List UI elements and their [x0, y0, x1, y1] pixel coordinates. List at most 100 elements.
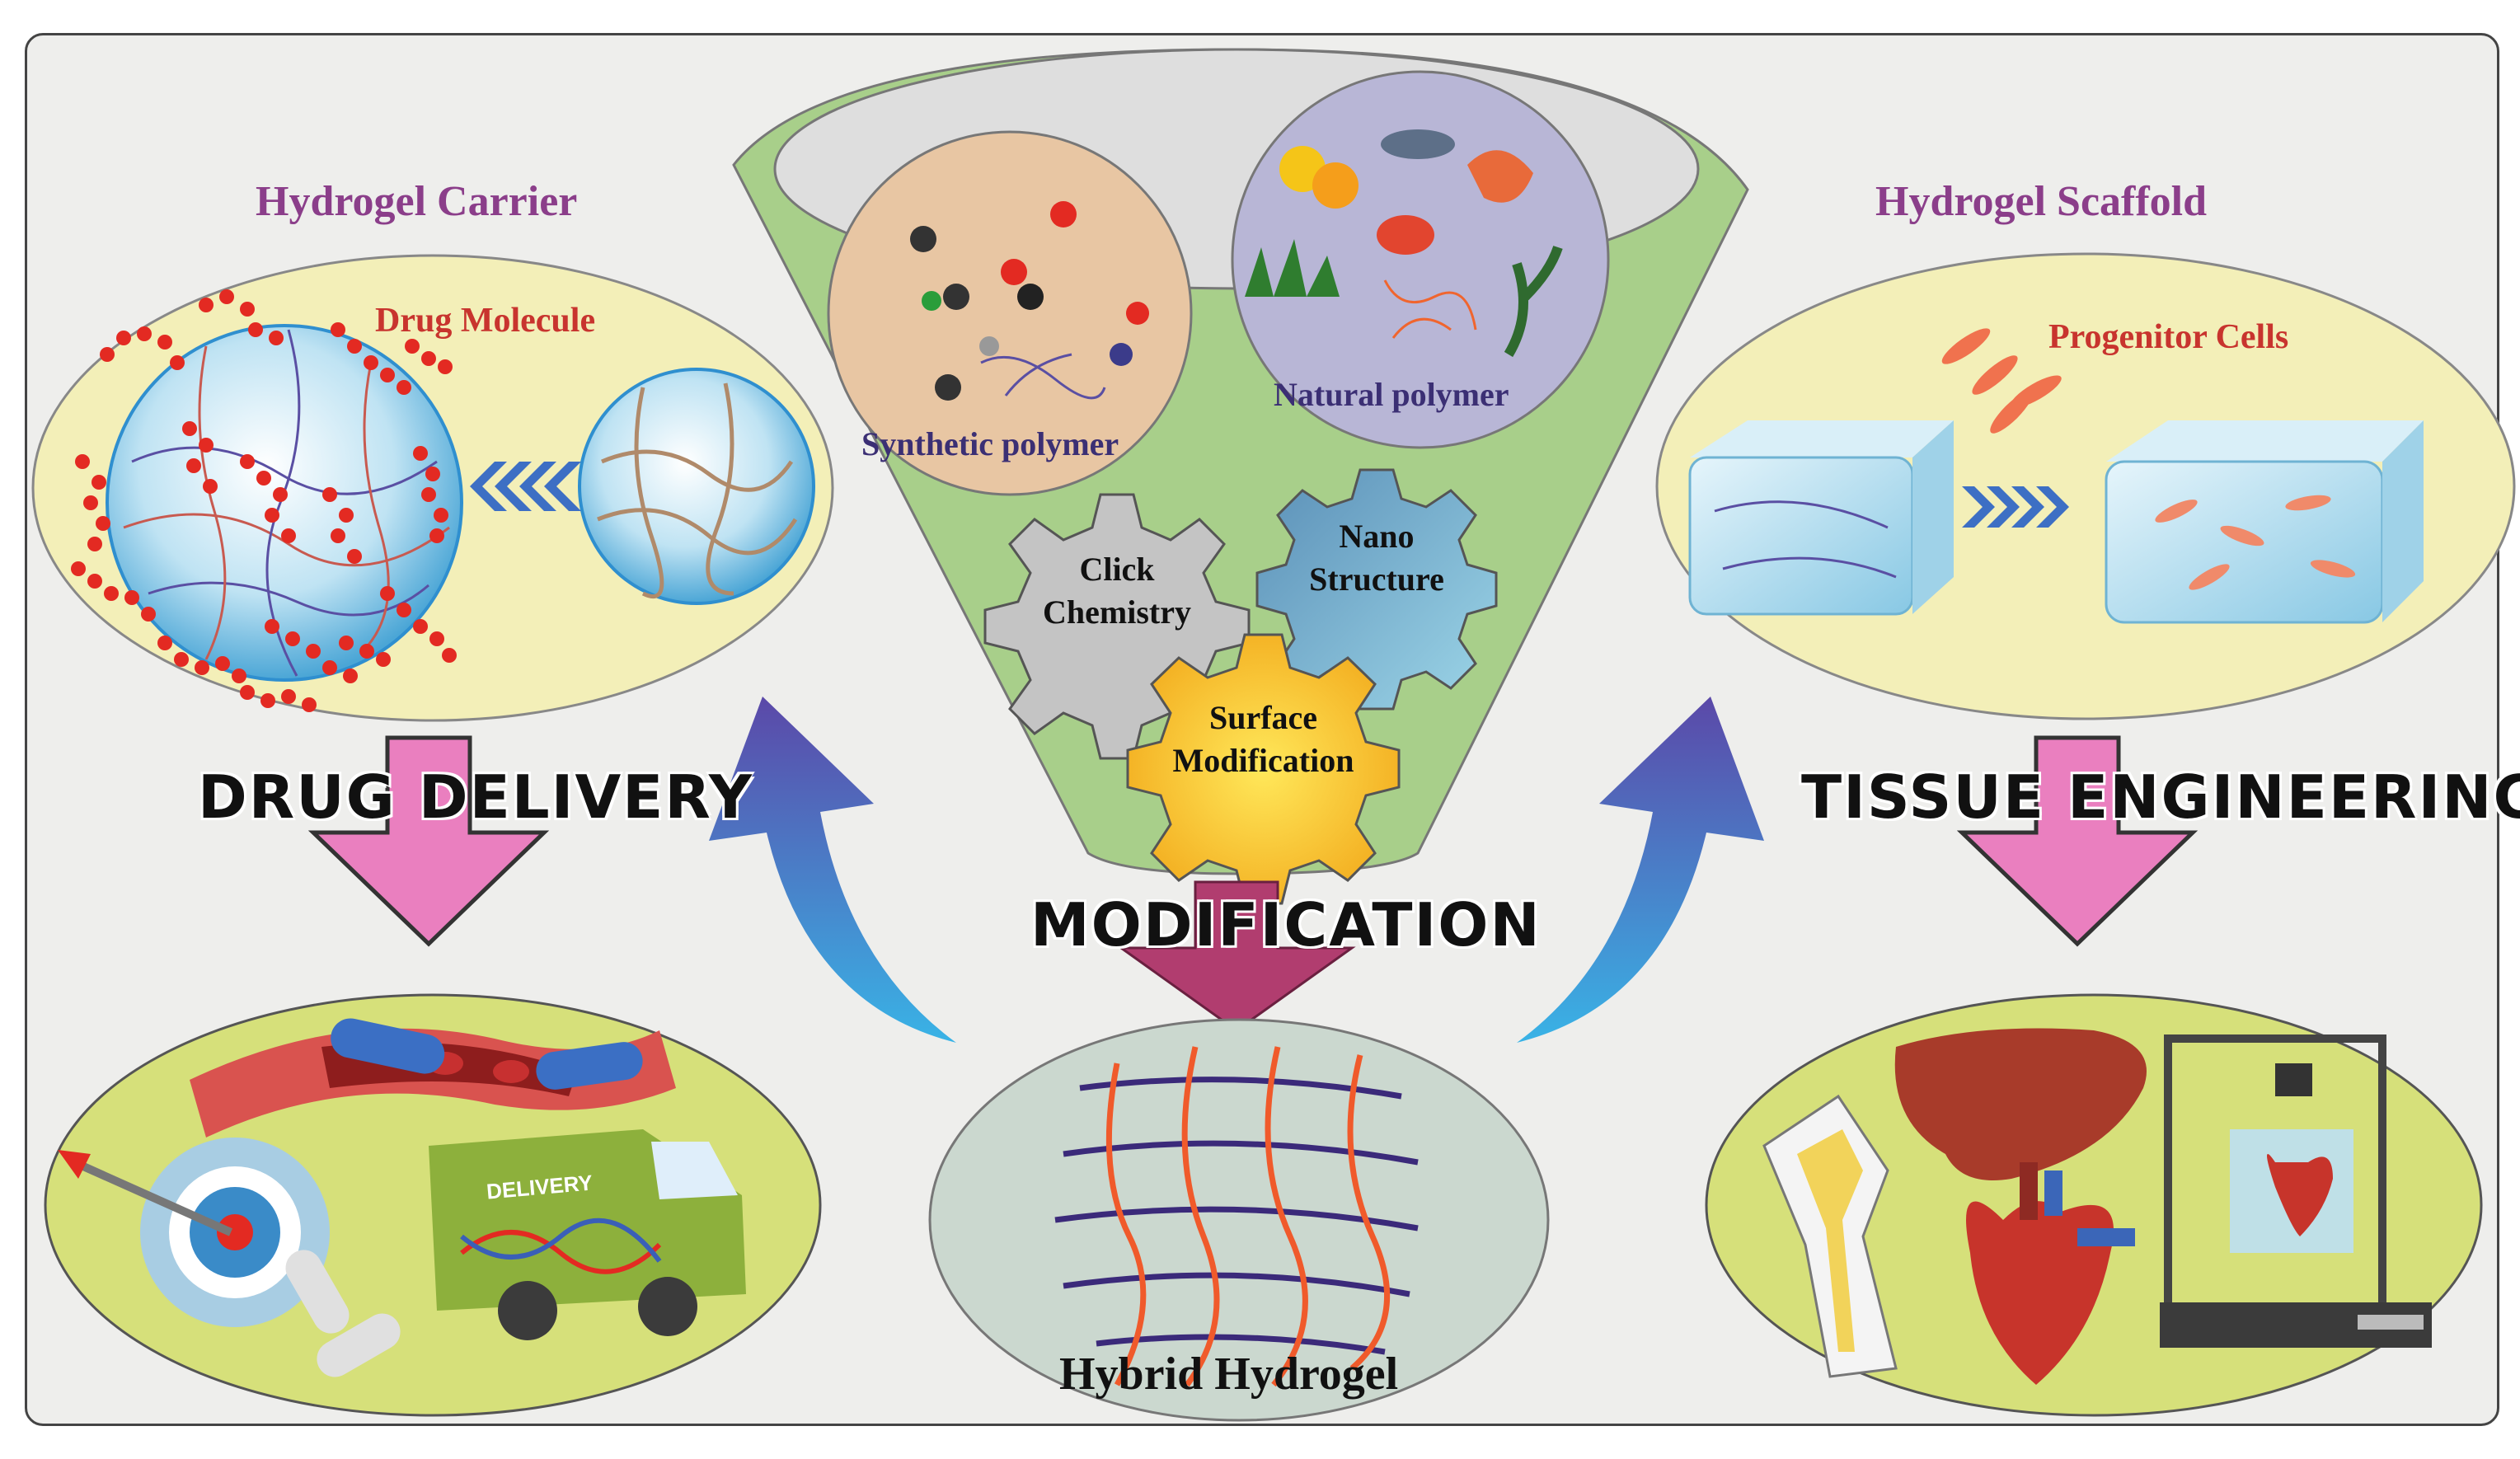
- drug-bead: [364, 355, 378, 370]
- sphere-network: [123, 329, 450, 677]
- capsule-drug-carrier: [331, 1018, 643, 1090]
- drug-delivery-heading: DRUG DELIVERY: [198, 762, 753, 832]
- progenitor-cells-label: Progenitor Cells: [2048, 318, 2289, 356]
- drug-bead: [174, 652, 189, 667]
- liver-icon: [1894, 1028, 2147, 1180]
- drug-bead: [124, 590, 139, 605]
- drug-bead: [219, 289, 234, 304]
- drug-bead: [306, 644, 321, 659]
- arrow-chevrons-right: [1962, 486, 2069, 528]
- drug-bead: [157, 636, 172, 650]
- drug-bead: [331, 528, 345, 543]
- drug-bead: [380, 368, 395, 382]
- drug-bead: [240, 302, 255, 317]
- drug-bead: [269, 331, 284, 345]
- hybrid-hydrogel-ellipse: [928, 1018, 1550, 1422]
- natural-network: [1383, 279, 1477, 339]
- drug-bead: [322, 660, 337, 675]
- small-scaffold-cube: [1688, 420, 1954, 616]
- drug-bead: [92, 475, 106, 490]
- drug-bead: [331, 322, 345, 337]
- drug-bead: [195, 660, 209, 675]
- modification-arrow: [1117, 880, 1356, 1032]
- drug-bead: [83, 495, 98, 510]
- drug-bead: [429, 528, 444, 543]
- drug-bead: [421, 351, 436, 366]
- progenitor-cells-icon: [1941, 328, 2062, 434]
- drug-loaded-sphere: [106, 324, 463, 682]
- drug-bead: [232, 669, 246, 683]
- drug-bead: [240, 685, 255, 700]
- knee-joint-icon: [1762, 1094, 1898, 1378]
- tissue-engineering-arrow: [1956, 735, 2199, 947]
- left-curved-arrow: [709, 697, 956, 1043]
- drug-bead: [347, 339, 362, 354]
- drug-bead: [397, 380, 411, 395]
- drug-bead: [199, 298, 214, 312]
- cell-seeded-scaffold: [2105, 420, 2424, 624]
- drug-bead: [285, 631, 300, 646]
- drug-bead: [87, 574, 102, 589]
- drug-molecule-label: Drug Molecule: [375, 302, 596, 340]
- drug-bead: [137, 326, 152, 341]
- drug-bead: [182, 421, 197, 436]
- drug-bead: [302, 697, 317, 712]
- drug-bead: [116, 331, 131, 345]
- drug-bead: [425, 467, 440, 481]
- modification-heading: MODIFICATION: [1030, 890, 1542, 959]
- tissue-engineering-heading: TISSUE ENGINEERING: [1801, 762, 2520, 832]
- drug-bead: [434, 508, 448, 523]
- drug-bead: [343, 669, 358, 683]
- empty-sphere: [578, 368, 815, 605]
- nano-structure-gear: [1255, 468, 1498, 711]
- drug-bead: [141, 607, 156, 622]
- drug-bead: [281, 528, 296, 543]
- drug-bead: [442, 648, 457, 663]
- drug-bead: [339, 636, 354, 650]
- drug-bead: [405, 339, 420, 354]
- drug-bead: [347, 549, 362, 564]
- drug-bead: [240, 454, 255, 469]
- drug-bead: [104, 586, 119, 601]
- empty-sphere-network: [597, 382, 798, 599]
- hydrogel-scaffold-title: Hydrogel Scaffold: [1875, 178, 2208, 225]
- drug-bead: [273, 487, 288, 502]
- drug-bead: [397, 603, 411, 617]
- drug-bead: [339, 508, 354, 523]
- synthetic-polymer-label: Synthetic polymer: [861, 425, 1119, 462]
- heart-icon: [1966, 1162, 2135, 1385]
- natural-sources-icons: [1245, 129, 1563, 358]
- release-chevrons: [470, 462, 581, 511]
- drug-bead: [87, 537, 102, 551]
- drug-bead: [281, 689, 296, 704]
- 3d-bioprinter-icon: [2160, 1034, 2432, 1348]
- pill-capsules: [285, 1250, 401, 1377]
- drug-bead: [322, 487, 337, 502]
- molecule-models: [910, 201, 1149, 401]
- surface-modification-gear: [1126, 633, 1401, 905]
- drug-bead: [380, 586, 395, 601]
- drug-bead: [71, 561, 86, 576]
- synthetic-polymer-circle: [827, 130, 1193, 496]
- hybrid-network: [1054, 1046, 1419, 1387]
- drug-bead: [186, 458, 201, 473]
- drug-bead: [170, 355, 185, 370]
- drug-bead: [96, 516, 110, 531]
- drug-bead: [429, 631, 444, 646]
- drug-bead: [248, 322, 263, 337]
- drug-bead: [438, 359, 453, 374]
- drug-bead: [260, 693, 275, 708]
- drug-bead: [265, 619, 279, 634]
- drug-bead: [421, 487, 436, 502]
- drug-bead: [359, 644, 374, 659]
- drug-bead: [157, 335, 172, 350]
- drug-bead: [265, 508, 279, 523]
- natural-polymer-label: Natural polymer: [1274, 376, 1509, 413]
- drug-bead: [199, 438, 214, 453]
- right-curved-arrow: [1517, 697, 1764, 1043]
- drug-bead: [413, 446, 428, 461]
